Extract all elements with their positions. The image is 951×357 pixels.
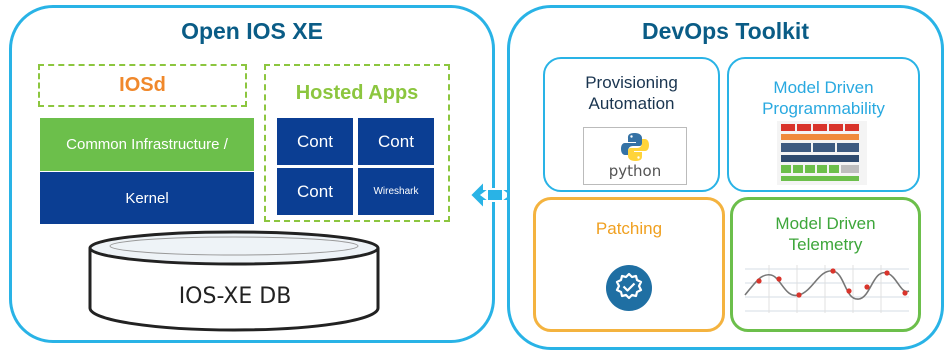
kernel-block: Kernel <box>40 172 254 224</box>
container-3: Cont <box>277 168 353 215</box>
python-logo-text: python <box>608 162 662 180</box>
programmability-title-line2: Programmability <box>762 99 885 118</box>
patching-title: Patching <box>595 219 663 238</box>
model-driven-telemetry-card: Model Driven Telemetry <box>730 197 921 332</box>
provisioning-automation-card: Provisioning Automation python <box>543 57 720 192</box>
iosd-label: IOSd <box>119 74 166 96</box>
telemetry-wave-graph <box>744 265 910 313</box>
common-infrastructure-block: Common Infrastructure / <box>40 118 254 171</box>
patching-card: Patching <box>533 197 725 332</box>
ios-xe-db-cylinder <box>88 230 380 332</box>
provisioning-title-line1: Provisioning <box>585 73 678 92</box>
hosted-apps-box: Hosted Apps <box>264 64 450 222</box>
hosted-apps-label: Hosted Apps <box>295 82 419 104</box>
telemetry-title-line2: Telemetry <box>788 235 863 254</box>
container-2: Cont <box>358 118 434 165</box>
provisioning-title-line2: Automation <box>588 94 675 113</box>
devops-toolkit-title: DevOps Toolkit <box>642 18 809 44</box>
python-icon <box>621 133 649 161</box>
container-wireshark: Wireshark <box>358 168 434 215</box>
model-driven-programmability-card: Model Driven Programmability <box>727 57 920 192</box>
container-1: Cont <box>277 118 353 165</box>
telemetry-title-line1: Model Driven <box>775 214 876 233</box>
open-ios-xe-title: Open IOS XE <box>181 18 323 44</box>
gear-check-icon <box>606 265 652 311</box>
programmability-title-line1: Model Driven <box>773 78 874 97</box>
programmability-stack-diagram <box>777 121 867 185</box>
python-logo: python <box>583 127 687 185</box>
iosd-box: IOSd <box>38 64 247 107</box>
database-label: IOS-XE DB <box>178 283 292 309</box>
